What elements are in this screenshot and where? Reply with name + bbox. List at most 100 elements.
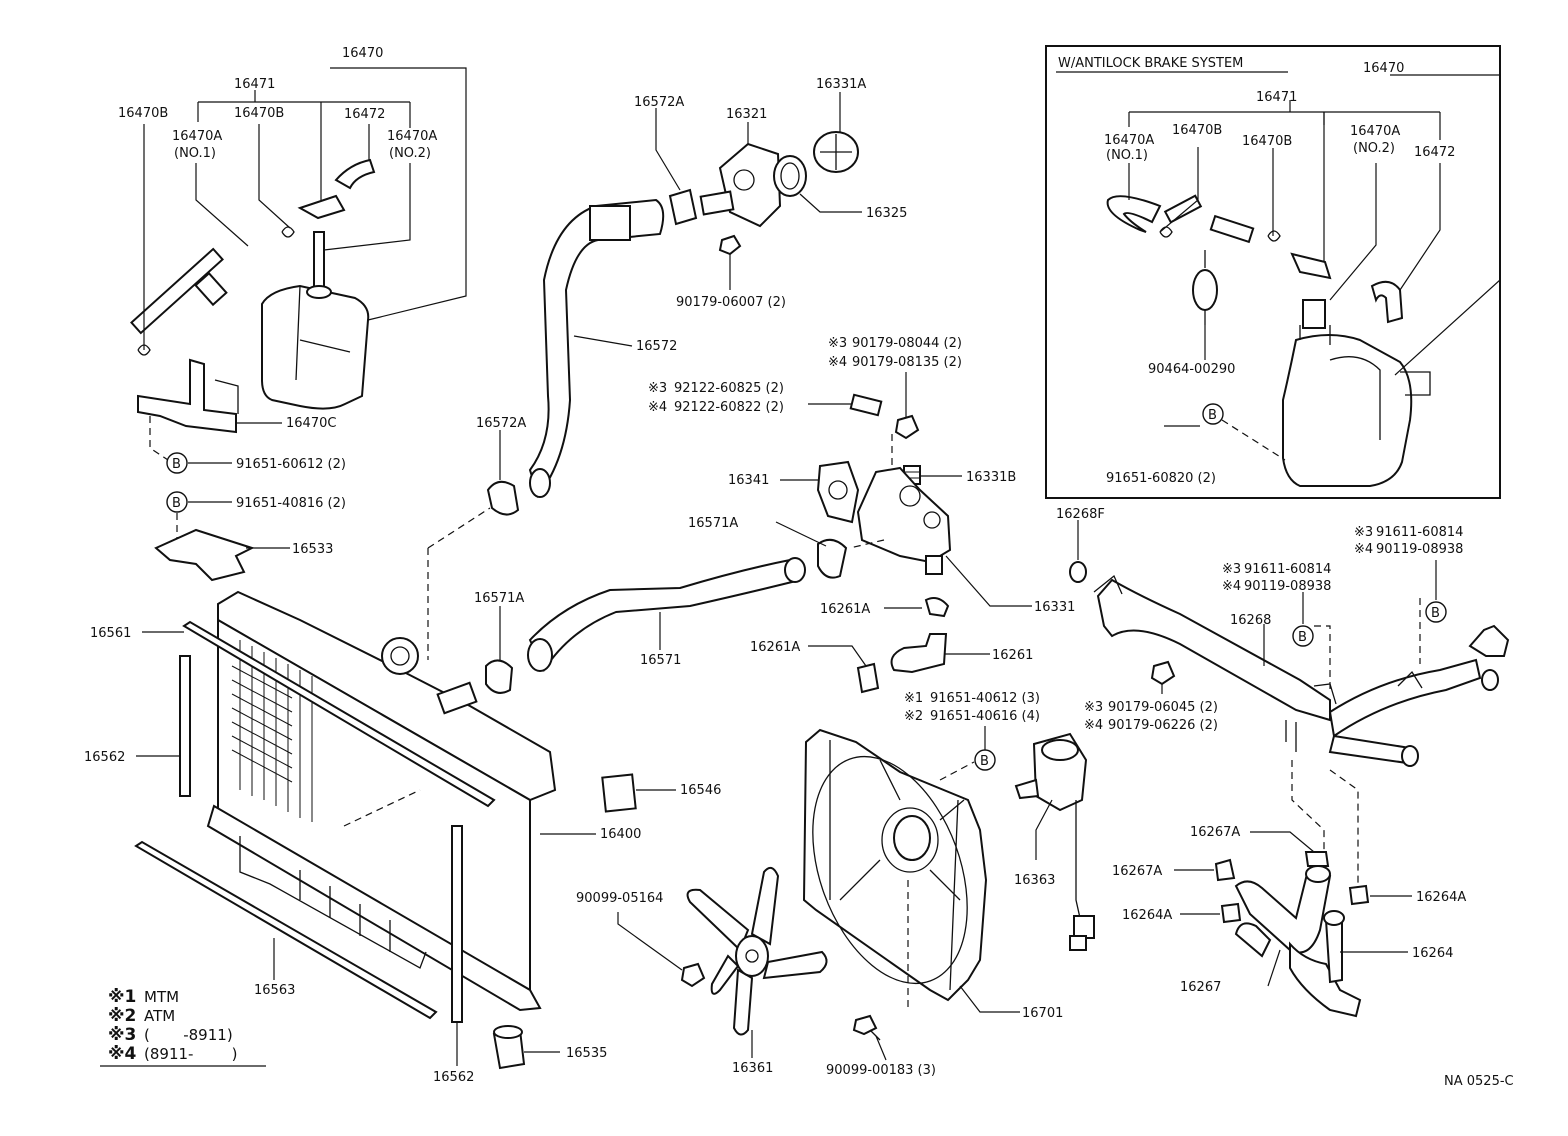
label-marker-3b: ※3 bbox=[648, 381, 667, 396]
clamp-16261a-upper bbox=[884, 597, 950, 618]
label-90179-06226: 90179-06226 (2) bbox=[1108, 718, 1218, 733]
clamp-16572a-upper bbox=[655, 108, 698, 226]
label-marker-4e: ※4 bbox=[1222, 579, 1241, 594]
label-16264a-lower: 16264A bbox=[1122, 908, 1172, 923]
lower-hose-16571 bbox=[527, 557, 806, 673]
fan-switch-16363 bbox=[1014, 732, 1095, 951]
label-90099-05164: 90099-05164 bbox=[576, 891, 663, 906]
inset-label-16470a-no1-sub: (NO.1) bbox=[1106, 148, 1148, 163]
label-marker-4c: ※4 bbox=[1084, 718, 1103, 733]
label-marker-2: ※2 bbox=[904, 709, 923, 724]
inset-title: W/ANTILOCK BRAKE SYSTEM bbox=[1058, 56, 1243, 71]
inset-label-16470: 16470 bbox=[1363, 61, 1404, 76]
radiator-16400 bbox=[206, 507, 596, 1012]
gasket-16325 bbox=[773, 155, 862, 213]
label-16470a-no2: 16470A bbox=[387, 129, 437, 144]
clamp-16571a-lower bbox=[485, 606, 514, 694]
label-91651-60612: 91651-60612 (2) bbox=[236, 457, 346, 472]
svg-text:B: B bbox=[172, 496, 181, 511]
oring-16268f bbox=[1069, 520, 1087, 583]
label-91651-40612: 91651-40612 (3) bbox=[930, 691, 1040, 706]
callout-b-fan: B bbox=[974, 726, 996, 771]
bracket-16470c bbox=[137, 358, 282, 461]
svg-text:B: B bbox=[172, 457, 181, 472]
label-16470c: 16470C bbox=[286, 416, 336, 431]
inset-label-16472: 16472 bbox=[1414, 145, 1455, 160]
inset-label-16470b-a: 16470B bbox=[1172, 123, 1222, 138]
label-marker-4a: ※4 bbox=[828, 355, 847, 370]
hose-16267 bbox=[1234, 865, 1332, 987]
support-strip-16562-left bbox=[136, 655, 191, 797]
label-16546: 16546 bbox=[680, 783, 721, 798]
legend-text-4: (8911- ) bbox=[144, 1045, 237, 1063]
label-16470a-no2-sub: (NO.2) bbox=[389, 146, 431, 161]
callout-b-pipe-left: B bbox=[1292, 592, 1314, 647]
callout-b-pipe-right: B bbox=[1425, 560, 1447, 623]
reservoir-assembly bbox=[130, 67, 467, 410]
clamp-16264a-lower bbox=[1180, 902, 1242, 924]
legend-text-1: MTM bbox=[144, 988, 179, 1006]
label-92122-60822: 92122-60822 (2) bbox=[674, 400, 784, 415]
legend: ※1 MTM ※2 ATM ※3 ( -8911) ※4 (8911- ) bbox=[100, 987, 266, 1067]
clamp-16572a-lower bbox=[486, 430, 520, 516]
label-16470: 16470 bbox=[342, 46, 383, 61]
bracket-16533 bbox=[154, 528, 290, 582]
callout-b-2: B bbox=[166, 491, 232, 540]
label-marker-4b: ※4 bbox=[648, 400, 667, 415]
label-16261a-upper: 16261A bbox=[820, 602, 870, 617]
legend-mark-4: ※4 bbox=[108, 1044, 137, 1064]
label-16267: 16267 bbox=[1180, 980, 1221, 995]
hose-16264 bbox=[1289, 910, 1408, 1018]
label-16321: 16321 bbox=[726, 107, 767, 122]
label-16261a-lower: 16261A bbox=[750, 640, 800, 655]
label-16470a-no1: 16470A bbox=[172, 129, 222, 144]
label-16361: 16361 bbox=[732, 1061, 773, 1076]
label-16341: 16341 bbox=[728, 473, 769, 488]
support-strip-16561 bbox=[142, 620, 496, 808]
label-16363: 16363 bbox=[1014, 873, 1055, 888]
label-91651-40816: 91651-40816 (2) bbox=[236, 496, 346, 511]
label-plate-16546 bbox=[601, 773, 676, 813]
legend-mark-1: ※1 bbox=[108, 987, 136, 1007]
label-16471: 16471 bbox=[234, 77, 275, 92]
label-marker-3d: ※3 bbox=[1354, 525, 1373, 540]
label-16267a-lower: 16267A bbox=[1112, 864, 1162, 879]
label-91611-60814-a: 91611-60814 bbox=[1376, 525, 1463, 540]
label-92122-60825: 92122-60825 (2) bbox=[674, 381, 784, 396]
upper-hose-16572 bbox=[528, 198, 665, 499]
label-16264: 16264 bbox=[1412, 946, 1453, 961]
inset-label-16471: 16471 bbox=[1256, 90, 1297, 105]
water-outlet-16321 bbox=[699, 122, 782, 228]
label-16472: 16472 bbox=[344, 107, 385, 122]
legend-text-3: ( -8911) bbox=[144, 1026, 233, 1044]
clamp-16571a-upper bbox=[775, 521, 848, 579]
inset-hose-no2 bbox=[1370, 280, 1404, 324]
part-labels: 16470 16471 16470B 16470B 16472 16470A (… bbox=[84, 46, 1466, 1085]
bolt-90099-00183 bbox=[852, 1014, 887, 1061]
label-16701: 16701 bbox=[1022, 1006, 1063, 1021]
label-16261: 16261 bbox=[992, 648, 1033, 663]
clamp-16261a-lower bbox=[808, 645, 880, 694]
figure-code: NA 0525-C bbox=[1444, 1074, 1514, 1089]
legend-mark-3: ※3 bbox=[108, 1025, 136, 1045]
abs-inset: W/ANTILOCK BRAKE SYSTEM B bbox=[1045, 45, 1501, 499]
inset-reservoir-cap bbox=[1290, 252, 1332, 280]
support-strip-16562-right bbox=[451, 825, 463, 1066]
label-90119-08938-a: 90119-08938 bbox=[1376, 542, 1463, 557]
label-16535: 16535 bbox=[566, 1046, 607, 1061]
label-16572a-upper: 16572A bbox=[634, 95, 684, 110]
nut-90179-06007 bbox=[718, 234, 742, 290]
inset-label-16470a-no2: 16470A bbox=[1350, 124, 1400, 139]
inset-reservoir-tank bbox=[1282, 334, 1413, 487]
inset-hose-no1 bbox=[1106, 195, 1162, 233]
svg-text:B: B bbox=[1431, 606, 1440, 621]
nut-90179-08044 bbox=[891, 372, 920, 470]
label-16325: 16325 bbox=[866, 206, 907, 221]
inset-label-16470a-no2-sub: (NO.2) bbox=[1353, 141, 1395, 156]
label-16331: 16331 bbox=[1034, 600, 1075, 615]
nut-90179-06045 bbox=[1150, 660, 1176, 694]
label-16571: 16571 bbox=[640, 653, 681, 668]
hose-16472 bbox=[334, 158, 376, 190]
water-inlet-16331 bbox=[849, 466, 1032, 607]
